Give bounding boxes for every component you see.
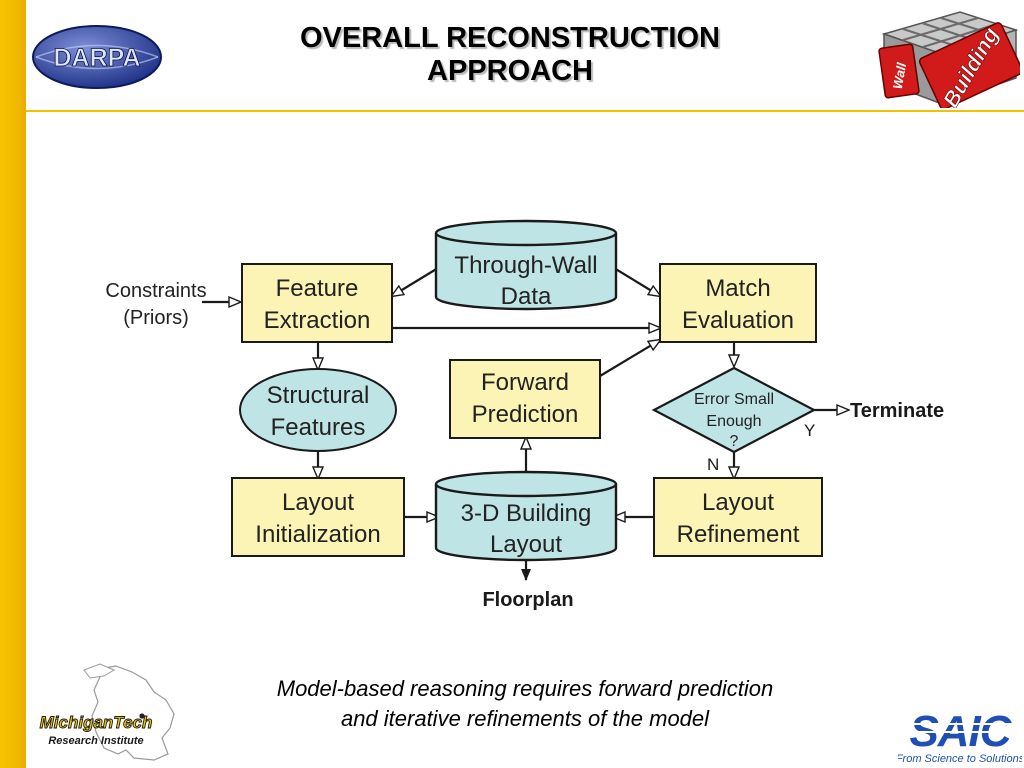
michigan-tech-name: MichiganTech: [40, 713, 153, 732]
darpa-logo: DARPA: [32, 25, 162, 89]
floorplan-label: Floorplan: [482, 589, 573, 611]
node-feature-extraction: Feature Extraction: [241, 263, 393, 343]
decision-line-2: Enough: [706, 413, 761, 430]
darpa-logo-text: DARPA: [53, 44, 140, 72]
node-3d-building-layout: 3-D Building Layout: [434, 470, 618, 562]
edge-throughwall-to-match-evaluation: [613, 267, 660, 296]
caption-line-2: and iterative refinements of the model: [340, 706, 710, 731]
match-evaluation-line-1: Match: [705, 275, 770, 302]
page-title: OVERALL RECONSTRUCTION APPROACH: [200, 22, 820, 88]
feature-extraction-line-1: Feature: [276, 275, 359, 302]
michigan-tech-logo: MichiganTech Research Institute: [39, 663, 175, 761]
decision-line-3: ?: [730, 433, 739, 450]
title-line-1: OVERALL RECONSTRUCTION: [300, 22, 720, 54]
constraints-label-line-1: Constraints: [105, 280, 206, 302]
layout-refinement-line-1: Layout: [702, 489, 774, 516]
building-layout-line-2: Layout: [490, 531, 562, 558]
structural-features-line-2: Features: [271, 414, 366, 441]
through-wall-data-line-1: Through-Wall: [454, 252, 597, 279]
diagram-caption: Model-based reasoning requires forward p…: [200, 674, 850, 734]
layout-initialization-line-2: Initialization: [255, 521, 380, 548]
building-layout-line-1: 3-D Building: [461, 500, 592, 527]
branch-label-no: N: [707, 455, 719, 474]
match-evaluation-line-2: Evaluation: [682, 307, 794, 334]
badge-text-wall: Wall: [890, 61, 909, 90]
structural-features-line-1: Structural: [267, 382, 370, 409]
decision-line-1: Error Small: [694, 391, 774, 408]
edge-forward-prediction-to-match-evaluation: [599, 340, 660, 377]
node-layout-refinement: Layout Refinement: [653, 477, 823, 557]
left-accent-bar: [0, 0, 26, 768]
constraints-label-line-2: (Priors): [123, 307, 189, 329]
through-wall-data-line-2: Data: [501, 283, 552, 310]
node-forward-prediction: Forward Prediction: [449, 359, 601, 439]
feature-extraction-line-2: Extraction: [264, 307, 371, 334]
forward-prediction-line-1: Forward: [481, 369, 569, 396]
building-badge-logo: Wall Building: [878, 11, 1020, 108]
edge-throughwall-to-feature-extraction: [392, 267, 439, 296]
caption-line-1: Model-based reasoning requires forward p…: [276, 676, 774, 701]
saic-logo: SAIC From Science to Solutions: [898, 707, 1022, 765]
title-line-2: APPROACH: [427, 55, 593, 87]
saic-tagline: From Science to Solutions: [898, 753, 1022, 765]
terminate-label: Terminate: [850, 400, 944, 422]
node-error-small-enough-decision: Error Small Enough ?: [651, 366, 817, 454]
michigan-tech-subtitle: Research Institute: [48, 735, 143, 747]
layout-refinement-line-2: Refinement: [677, 521, 800, 548]
node-through-wall-data: Through-Wall Data: [434, 219, 618, 311]
node-match-evaluation: Match Evaluation: [659, 263, 817, 343]
node-structural-features: Structural Features: [239, 368, 397, 452]
layout-initialization-line-1: Layout: [282, 489, 354, 516]
header-divider: [26, 110, 1024, 112]
branch-label-yes: Y: [804, 421, 815, 440]
node-layout-initialization: Layout Initialization: [231, 477, 405, 557]
forward-prediction-line-2: Prediction: [472, 401, 579, 428]
